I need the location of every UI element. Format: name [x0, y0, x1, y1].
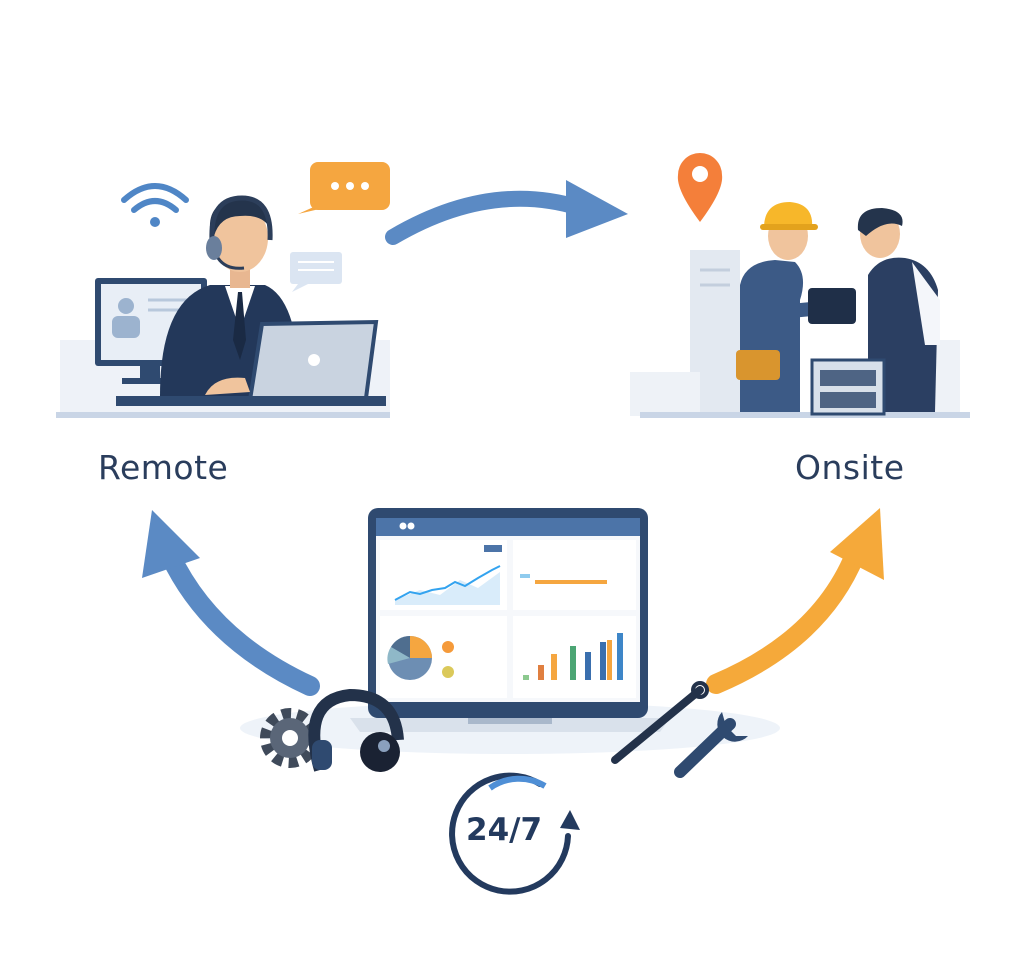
remote-scene: [56, 162, 390, 418]
onsite-scene: [630, 153, 970, 418]
pie-chart-icon: [387, 636, 432, 680]
wrench-icon: [611, 681, 748, 778]
hard-hat-icon: [764, 202, 813, 228]
top-arrow-icon: [385, 180, 628, 245]
onsite-label: Onsite: [795, 448, 905, 487]
cabinet-icon: [810, 358, 886, 416]
technician-figure: [736, 202, 829, 412]
message-bubble-icon: [290, 252, 342, 292]
chat-bubble-icon: [298, 162, 390, 214]
clock-24-7-icon: [449, 772, 580, 895]
laptop-icon: [116, 319, 386, 406]
right-arrow-icon: [706, 508, 884, 694]
tool-belt-icon: [736, 350, 780, 380]
tablet-icon: [808, 288, 856, 324]
remote-label: Remote: [98, 448, 229, 487]
bar-chart-icon: [523, 633, 623, 680]
location-pin-icon: [677, 153, 723, 222]
availability-label: 24/7: [466, 812, 543, 848]
headset-support-icon: [308, 688, 404, 772]
wifi-icon: [121, 183, 189, 227]
hand: [205, 377, 250, 395]
dashboard-laptop-icon: [350, 508, 670, 732]
left-arrow-icon: [142, 510, 320, 696]
headset-icon: [206, 195, 273, 270]
